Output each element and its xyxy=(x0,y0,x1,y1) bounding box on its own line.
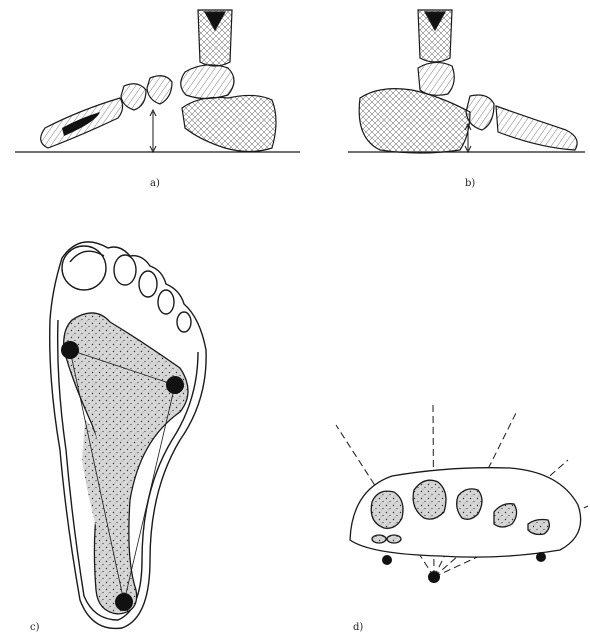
cuneiform-bone-a xyxy=(121,84,146,110)
support-point-center-d xyxy=(428,571,440,583)
support-point-lateral-d xyxy=(536,552,546,562)
metatarsal-head-1-d xyxy=(371,491,403,528)
plantar-contact-area-c xyxy=(64,313,188,614)
panel-label-a: a) xyxy=(150,178,160,189)
toe-4-c xyxy=(158,290,174,314)
panel-a-medial-foot-skeleton xyxy=(15,10,300,152)
calcaneus-bone-a xyxy=(182,95,276,151)
panel-d-transverse-arch-section xyxy=(336,404,588,583)
panel-c-plantar-footprint xyxy=(50,242,206,629)
toe-5-c xyxy=(177,312,191,332)
metatarsal-head-5-d xyxy=(528,520,549,535)
talus-bone-a xyxy=(181,65,234,99)
panel-label-b: b) xyxy=(465,178,475,189)
sesamoid-1-d xyxy=(372,535,386,543)
metatarsal-head-2-d xyxy=(413,480,446,519)
toe-3-c xyxy=(139,271,157,297)
cuboid-bone-b xyxy=(466,95,494,130)
panel-label-d: d) xyxy=(353,622,363,633)
support-point-heel-c xyxy=(115,593,133,611)
support-point-fifth-metatarsal-c xyxy=(166,376,184,394)
panel-label-c: c) xyxy=(30,622,40,633)
support-point-first-metatarsal-c xyxy=(61,341,79,359)
calcaneus-bone-b xyxy=(359,89,470,153)
metatarsal-bone-b xyxy=(496,106,577,150)
toe-2-c xyxy=(114,255,136,285)
support-point-medial-d xyxy=(382,555,392,565)
big-toe-c xyxy=(62,246,106,290)
sesamoid-2-d xyxy=(387,535,401,543)
talus-bone-b xyxy=(418,62,454,95)
navicular-bone-a xyxy=(147,76,172,104)
panel-b-lateral-foot-skeleton xyxy=(348,10,585,153)
